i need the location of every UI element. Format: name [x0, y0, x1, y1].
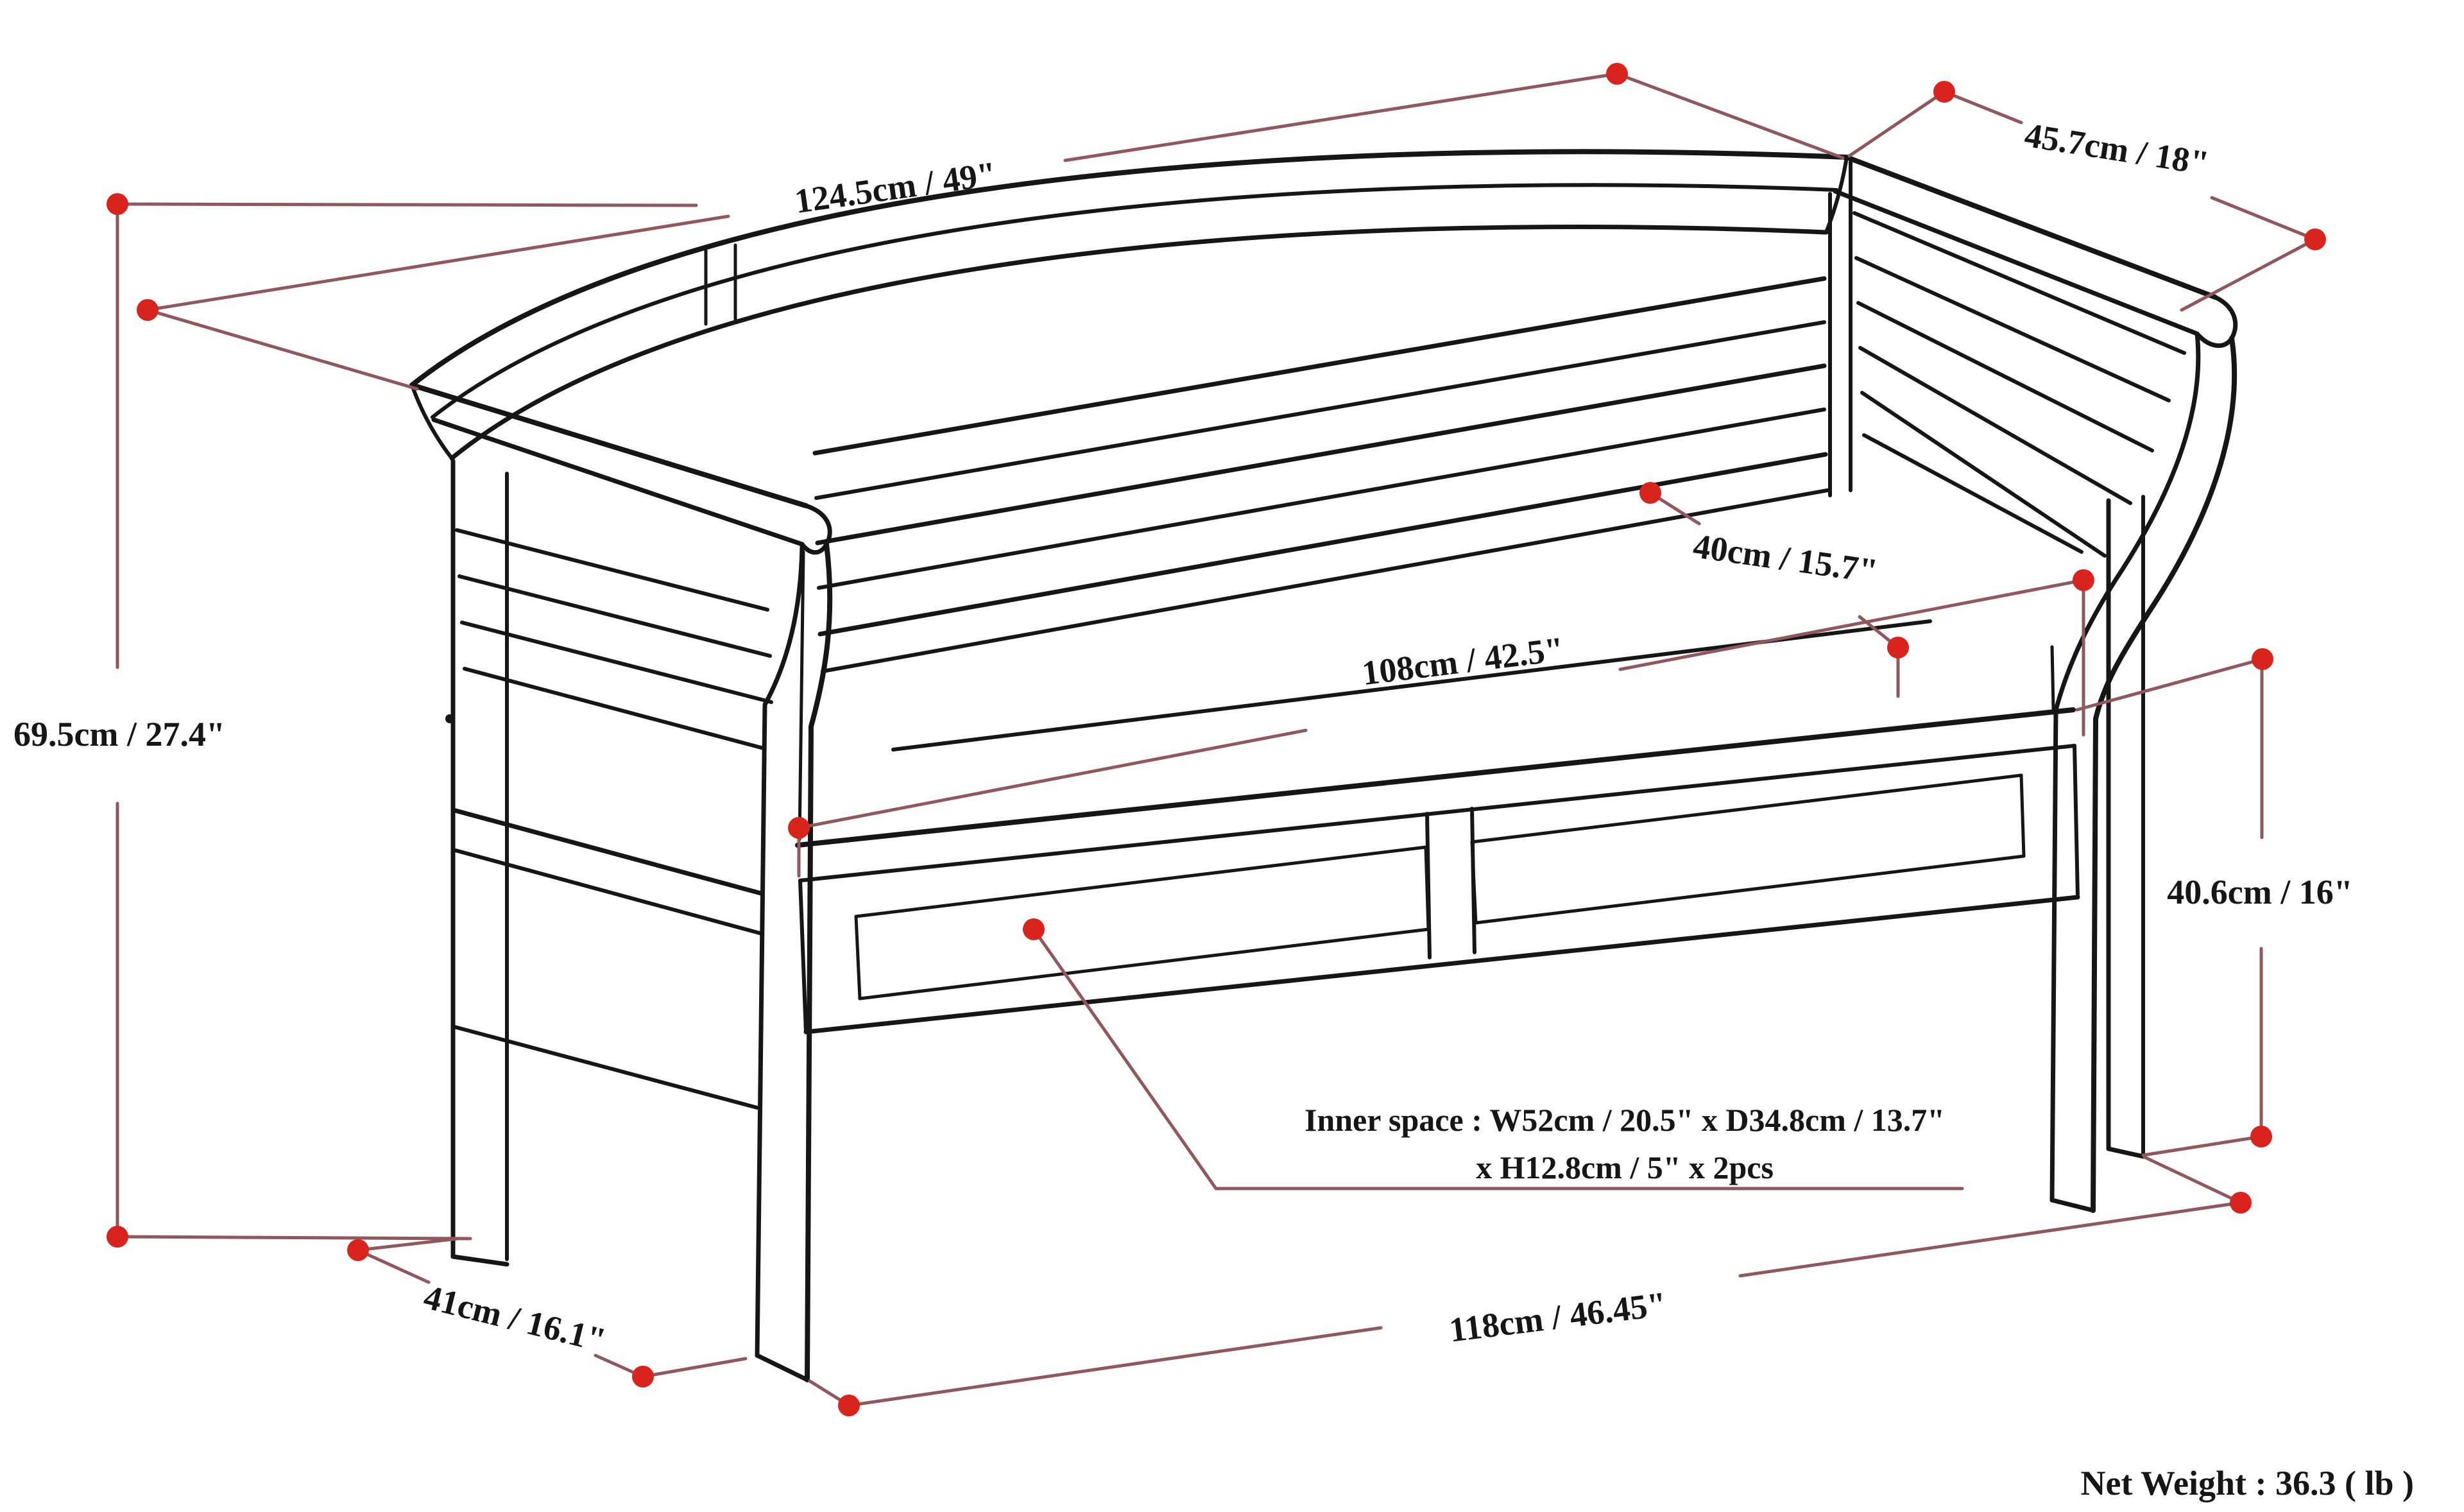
net-weight-label: Net Weight : 36.3 ( lb ) [2080, 1464, 2414, 1502]
width-dim-line-left [146, 214, 730, 312]
seat-depth-right-dot [1887, 637, 1909, 658]
front-width-line-left [847, 1326, 1383, 1407]
side-depth-right-dot [632, 1366, 654, 1387]
front-width-right-dot [2230, 1192, 2252, 1214]
inner-space-label-line2: x H12.8cm / 5" x 2pcs [1476, 1149, 1774, 1185]
width-dim-apex-dot [1606, 63, 1628, 85]
backrest-slats [812, 276, 1829, 673]
top-depth-line-right [2210, 196, 2317, 241]
top-depth-apex-dot [1933, 81, 1955, 103]
inner-width-line-right [1618, 578, 2085, 671]
side-depth-line-left [356, 1248, 431, 1284]
inner-space-label-line1: Inner space : W52cm / 20.5" x D34.8cm / … [1305, 1102, 1945, 1138]
seat-height-bottom-dot [2250, 1126, 2272, 1147]
inner-space-leader [1032, 927, 1964, 1190]
seat-height-top-leader [2075, 657, 2264, 712]
seat-height-label: 40.6cm / 16" [2167, 873, 2352, 911]
front-width-label: 118cm / 46.45" [1447, 1285, 1668, 1350]
top-depth-line-left [1942, 90, 2023, 125]
dimension-annotations: 124.5cm / 49" 45.7cm / 18" 69.5cm / 27.4" 4… [13, 63, 2353, 1416]
overall-height-label: 69.5cm / 27.4" [13, 715, 225, 753]
inner-width-left-dot [788, 817, 810, 839]
front-width-line-right [1738, 1201, 2243, 1278]
width-dim-right-leader [1615, 72, 1845, 160]
front-width-left-dot [838, 1395, 860, 1416]
bench-drawing [409, 149, 2238, 1382]
right-arm [1828, 155, 2238, 1213]
inner-width-right-dot [2073, 569, 2094, 591]
height-dim-top-dot [107, 193, 128, 215]
backrest-crown-rail [409, 149, 1849, 461]
inner-width-line-left [797, 728, 1308, 830]
seat-height-bottom-leader [2141, 1135, 2263, 1157]
height-dim-top-extension [116, 202, 698, 207]
top-depth-right-leader [2180, 237, 2317, 312]
inner-width-label: 108cm / 42.5" [1360, 630, 1566, 692]
side-depth-left-leader [356, 1237, 460, 1252]
front-apron [798, 744, 2080, 1035]
width-dim-line-right [1063, 72, 1619, 162]
front-width-right-leader [2143, 1155, 2243, 1205]
top-depth-left-leader [1847, 90, 1946, 158]
side-depth-left-dot [347, 1239, 369, 1261]
side-depth-label: 41cm / 16.1" [420, 1277, 610, 1359]
height-dim-bottom-dot [107, 1226, 128, 1248]
side-depth-right-leader [641, 1357, 748, 1379]
height-dim-bottom-extension [116, 1235, 472, 1241]
width-dim-left-dot [137, 299, 158, 321]
seat-height-top-dot [2252, 648, 2273, 670]
width-dim-left-leader [146, 308, 419, 391]
inner-space-dot [1023, 918, 1045, 940]
overall-width-label: 124.5cm / 49" [792, 154, 999, 220]
left-arm-peg [445, 714, 454, 723]
left-arm [409, 382, 833, 1382]
seat-depth-label: 40cm / 15.7" [1691, 526, 1880, 590]
top-depth-right-dot [2304, 228, 2326, 250]
top-depth-label: 45.7cm / 18" [2022, 116, 2211, 183]
seat-depth-left-dot [1639, 482, 1661, 504]
